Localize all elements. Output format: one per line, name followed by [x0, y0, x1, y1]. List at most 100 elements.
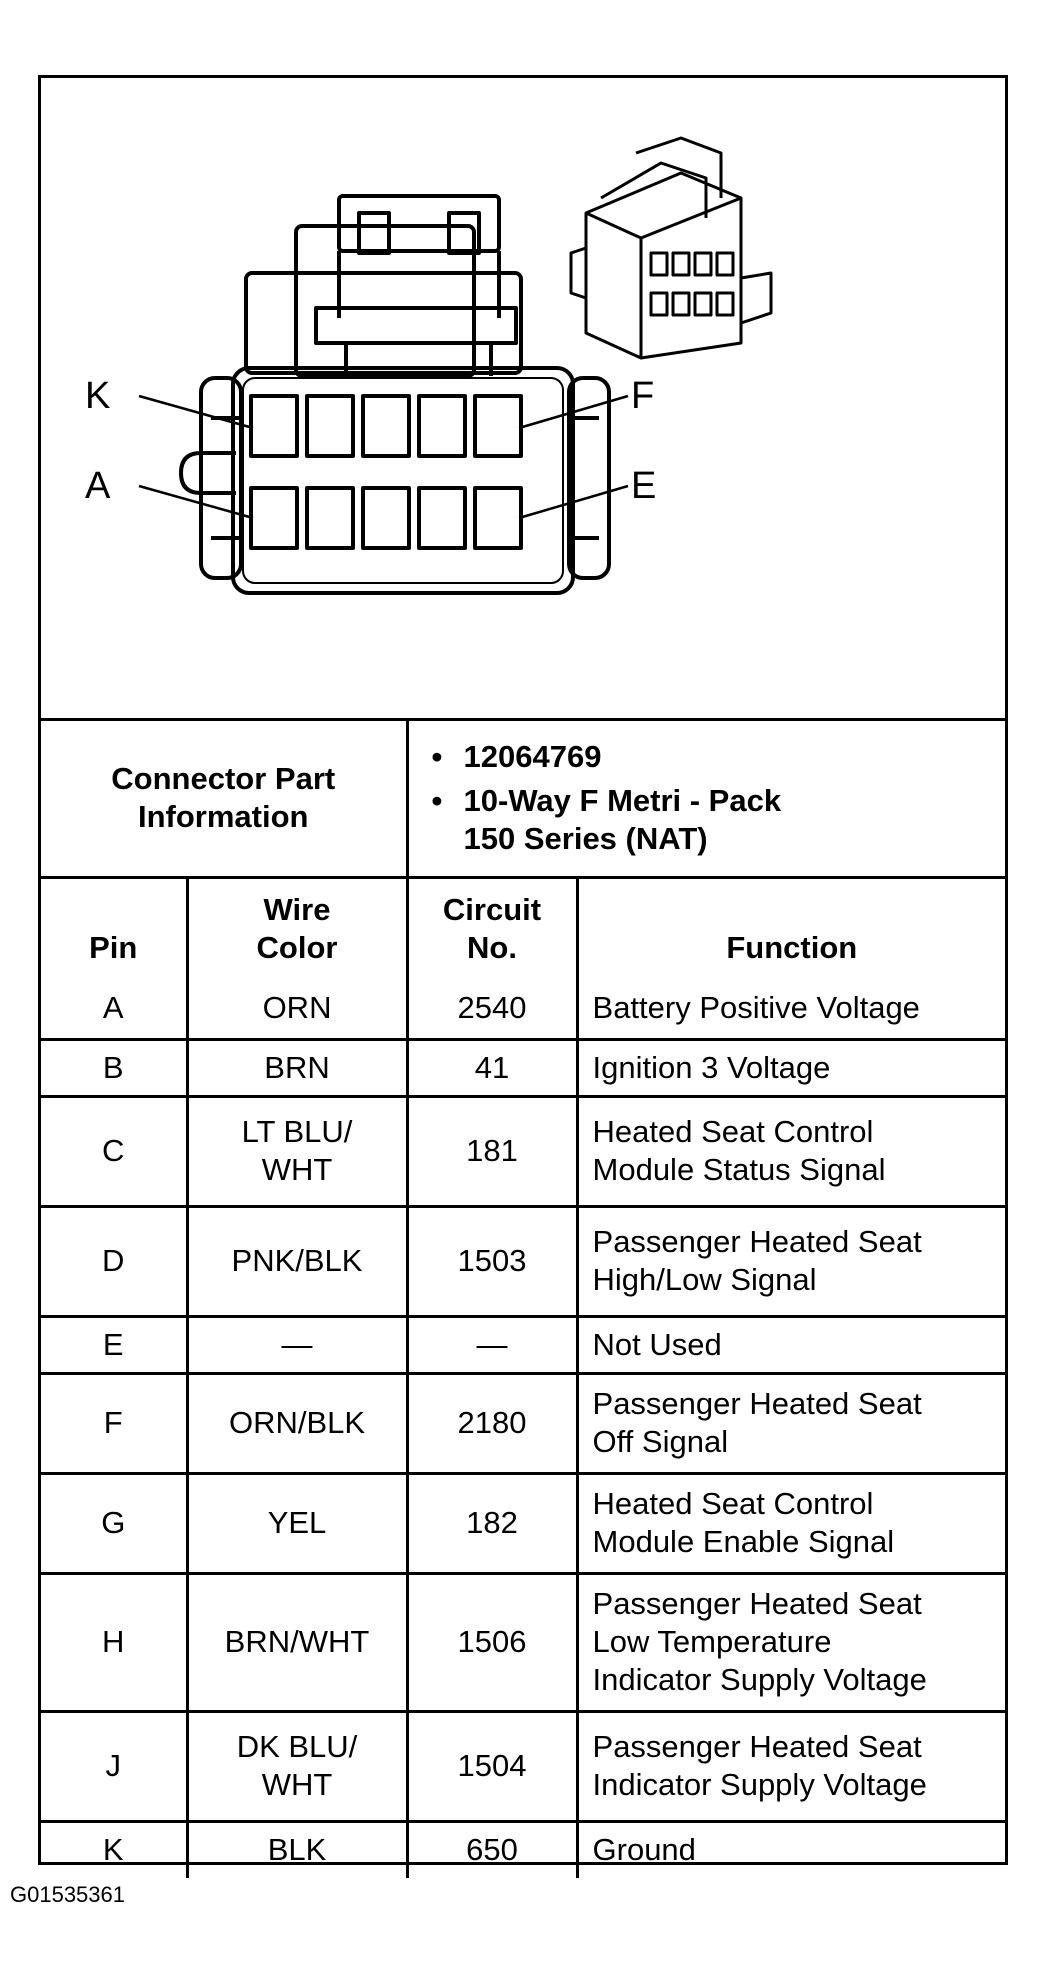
pin-label-a: A [85, 465, 111, 507]
pin-cell: F [41, 1371, 189, 1475]
wire-color-line: PNK/BLK [231, 1243, 363, 1278]
function-line: Passenger Heated Seat [592, 1729, 922, 1764]
circuit-cell: 41 [405, 1037, 579, 1098]
function-cell: Ground [575, 1819, 1006, 1878]
function-cell: Not Used [575, 1314, 1006, 1375]
circuit-cell: — [405, 1314, 579, 1375]
function-line: Indicator Supply Voltage [592, 1662, 927, 1697]
connector-isometric-icon [569, 136, 773, 360]
wire-color-line: BRN/WHT [224, 1624, 370, 1659]
wire-color-cell: PNK/BLK [185, 1204, 409, 1318]
wire-color-line: WHT [261, 1152, 333, 1187]
pin-label-f: F [631, 375, 654, 417]
col-header-wire: Wire [263, 892, 331, 927]
col-header-circuit-line2: No. [467, 930, 517, 965]
circuit-cell: 182 [405, 1471, 579, 1575]
pin-cell: H [41, 1571, 189, 1713]
reference-code: G01535361 [10, 1882, 125, 1907]
col-header-color: Color [256, 930, 338, 965]
function-line: Off Signal [592, 1424, 729, 1459]
connector-diagram: K A F E [41, 78, 1005, 721]
wire-color-line: WHT [261, 1767, 333, 1802]
pin-cell: G [41, 1471, 189, 1575]
col-header-wire-color: Wire Color [185, 875, 409, 979]
function-line: Indicator Supply Voltage [592, 1767, 927, 1802]
wire-color-cell: — [185, 1314, 409, 1375]
connector-type: 10-Way F Metri - Pack [432, 782, 1006, 820]
connector-series: 150 Series (NAT) [463, 821, 708, 857]
pin-cell: A [41, 979, 189, 1041]
pin-label-e: E [631, 465, 656, 507]
pin-label-k: K [85, 375, 110, 417]
connector-info-heading-line1: Connector Part [111, 761, 336, 797]
table-row: B BRN 41 Ignition 3 Voltage [41, 1037, 1006, 1098]
wire-color-cell: ORN [185, 979, 409, 1041]
function-cell: Battery Positive Voltage [575, 979, 1006, 1041]
wire-color-line: LT BLU/ [241, 1114, 353, 1149]
circuit-cell: 1504 [405, 1709, 579, 1823]
wire-color-line: BLK [267, 1832, 327, 1868]
function-line: Low Temperature [592, 1624, 832, 1659]
wire-color-cell: YEL [185, 1471, 409, 1575]
part-number: 12064769 [432, 738, 1006, 776]
function-line: Not Used [592, 1326, 722, 1362]
pinout-table: Connector Part Information 12064769 10-W… [41, 721, 1006, 1878]
pin-cell: E [41, 1314, 189, 1375]
col-header-circuit: Circuit No. [405, 875, 579, 979]
wire-color-cell: BRN [185, 1037, 409, 1098]
wire-color-line: BRN [264, 1049, 330, 1085]
pin-cell: J [41, 1709, 189, 1823]
circuit-cell: 2540 [405, 979, 579, 1041]
connector-drawing: K A F E [85, 136, 773, 595]
connector-info-row: Connector Part Information 12064769 10-W… [41, 721, 1006, 879]
function-line: Ground [592, 1832, 696, 1868]
wire-color-line: ORN [262, 990, 332, 1026]
circuit-cell: 2180 [405, 1371, 579, 1475]
col-header-circuit-line1: Circuit [442, 892, 542, 927]
function-line: Passenger Heated Seat [592, 1586, 922, 1621]
connector-info-heading: Connector Part Information [41, 721, 409, 879]
circuit-cell: 650 [405, 1819, 579, 1878]
wire-color-cell: BLK [185, 1819, 409, 1878]
table-row: E — — Not Used [41, 1314, 1006, 1375]
function-line: Heated Seat Control [592, 1486, 874, 1521]
function-line: Passenger Heated Seat [592, 1224, 922, 1259]
pin-cell: D [41, 1204, 189, 1318]
circuit-cell: 181 [405, 1094, 579, 1208]
wire-color-line: ORN/BLK [228, 1405, 366, 1440]
function-line: Heated Seat Control [592, 1114, 874, 1149]
circuit-cell: 1503 [405, 1204, 579, 1318]
connector-info-heading-line2: Information [138, 799, 309, 835]
connector-sheet: K A F E [38, 75, 1008, 1878]
function-cell: Ignition 3 Voltage [575, 1037, 1006, 1098]
column-header-row: Pin Wire Color Circuit No. Function [41, 875, 1006, 979]
wire-color-line: — [281, 1326, 313, 1362]
col-header-function: Function [575, 875, 1006, 979]
col-header-pin: Pin [41, 875, 189, 979]
wire-color-cell: LT BLU/WHT [185, 1094, 409, 1208]
pin-cell: B [41, 1037, 189, 1098]
pin-cell: C [41, 1094, 189, 1208]
wire-color-cell: ORN/BLK [185, 1371, 409, 1475]
connector-info-details: 12064769 10-Way F Metri - Pack 150 Serie… [405, 721, 1006, 879]
wire-color-cell: DK BLU/WHT [185, 1709, 409, 1823]
wire-color-cell: BRN/WHT [185, 1571, 409, 1713]
function-line: Ignition 3 Voltage [592, 1049, 831, 1085]
wire-color-line: YEL [267, 1505, 327, 1540]
function-line: Module Enable Signal [592, 1524, 895, 1559]
circuit-cell: 1506 [405, 1571, 579, 1713]
